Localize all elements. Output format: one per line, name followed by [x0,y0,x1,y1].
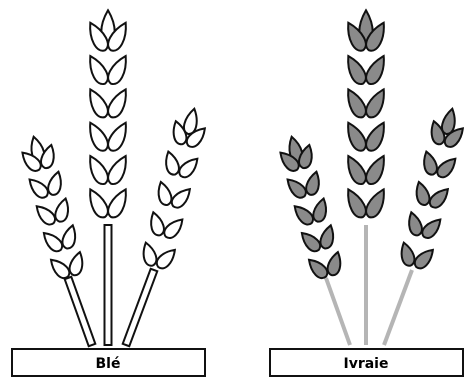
right-ear-grain-r1 [176,155,201,181]
left-ear-grain-l4 [47,256,72,281]
right-ear-grain-l2 [413,180,431,206]
right-ear-grain-l3 [406,211,424,237]
right-ear-grain-r2 [427,185,452,211]
center-ear-grain-l2 [342,86,369,120]
right-stem [384,270,412,345]
left-stem [65,277,96,346]
center-ear-grain-r3 [363,120,390,154]
right-ear-grain-r4 [154,246,179,272]
left-ear-grain-r1 [304,170,322,196]
right-ear-grain-r1 [434,155,459,181]
left-ear-grain-l3 [298,229,323,254]
center-ear-grain-r2 [105,86,132,120]
center-ear-grain-l3 [342,120,369,154]
ryegrass-illustration [276,10,467,345]
center-ear-grain-l4 [84,153,111,187]
right-ear-grain-l1 [163,150,181,176]
center-stem [105,225,112,345]
ryegrass-label-box: Ivraie [270,349,463,376]
right-ear-grain-l3 [148,211,166,237]
right-ear-grain-l2 [155,180,173,206]
center-ear-grain-l2 [84,86,111,120]
left-ear-grain-r2 [54,197,72,223]
left-ear-grain-l1 [283,175,308,200]
center-ear-grain-r3 [105,120,132,154]
center-ear-grain-l1 [342,53,369,87]
left-ear-grain-l3 [40,229,65,254]
left-ear-grain-r1 [46,170,64,196]
left-ear-grain-l2 [290,202,315,227]
wheat-illustration [18,10,209,346]
right-ear-grain-l1 [421,150,439,176]
center-ear-grain-r4 [363,153,390,187]
right-ear-grain-r2 [169,185,194,211]
left-ear-grain-r4 [68,251,86,277]
center-ear-grain-l5 [342,186,369,220]
left-ear-grain-r4 [326,251,344,277]
right-ear-grain-r4 [412,246,437,272]
left-ear-grain-r3 [319,224,337,250]
center-ear-grain-r5 [363,186,390,220]
right-ear-grain-r3 [419,215,444,241]
center-ear-grain-r1 [363,53,390,87]
center-ear-grain-l5 [84,186,111,220]
left-ear-grain-l2 [32,202,57,227]
right-ear-grain-r3 [161,215,186,241]
right-ear-grain-l4 [140,241,158,267]
center-ear-grain-l4 [342,153,369,187]
wheat-label: Blé [96,356,121,372]
left-ear-grain-l4 [305,256,330,281]
right-ear-grain-l4 [398,241,416,267]
left-stem [326,278,350,345]
right-stem [123,269,158,346]
center-ear-grain-l1 [84,53,111,87]
center-ear-grain-l3 [84,120,111,154]
center-ear-grain-r2 [363,86,390,120]
wheat-label-box: Blé [12,349,205,376]
left-ear-grain-r2 [312,197,330,223]
ryegrass-label: Ivraie [344,356,389,372]
center-ear-grain-r5 [105,186,132,220]
center-ear-grain-r4 [105,153,132,187]
left-ear-grain-r3 [61,224,79,250]
left-ear-grain-l1 [25,175,50,200]
center-ear-grain-r1 [105,53,132,87]
